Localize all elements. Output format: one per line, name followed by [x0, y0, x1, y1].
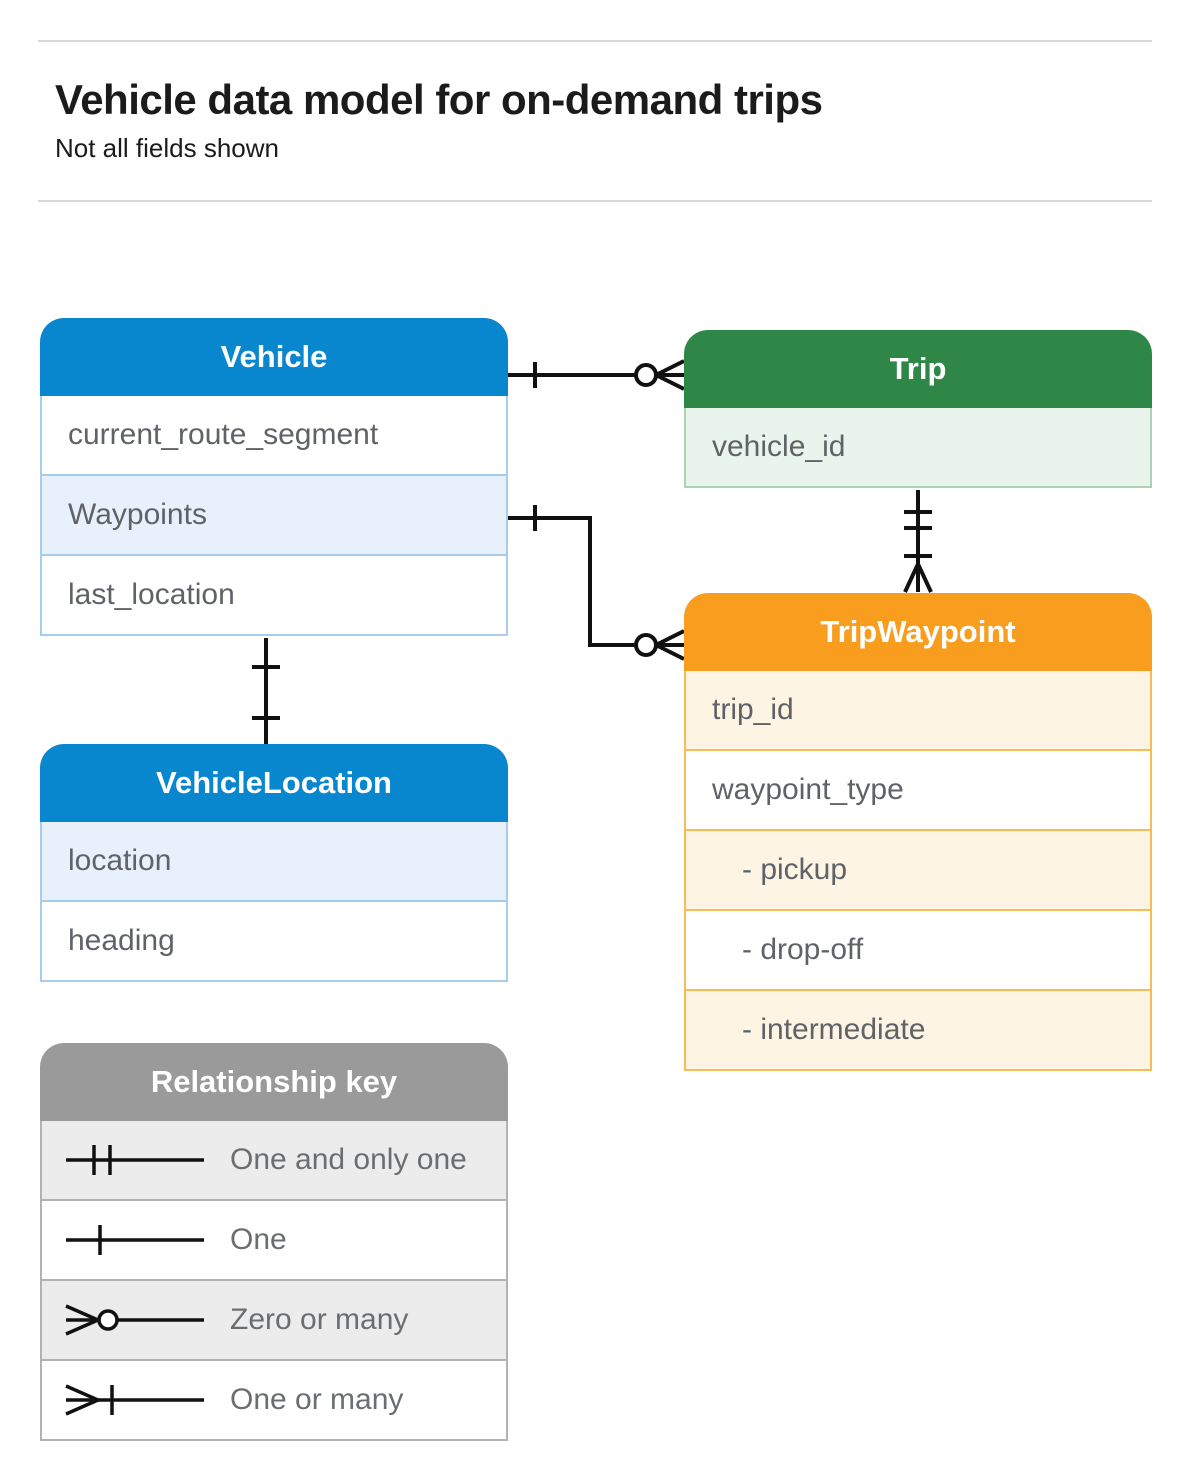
- one-and-only-one-symbol-icon: [66, 1145, 204, 1175]
- connector-vehicle-vehiclelocation: [252, 638, 280, 744]
- entity-vehicle-location-title: VehicleLocation: [40, 744, 508, 822]
- entity-trip-waypoint-title: TripWaypoint: [684, 593, 1152, 671]
- legend-row: One: [42, 1199, 506, 1279]
- field-row: trip_id: [686, 671, 1150, 749]
- legend-row: One and only one: [42, 1121, 506, 1199]
- field-row: - pickup: [686, 829, 1150, 909]
- legend-label: One: [230, 1223, 287, 1256]
- field-row: current_route_segment: [42, 396, 506, 474]
- zero-or-many-symbol-icon: [65, 1304, 204, 1336]
- entity-trip: Trip vehicle_id: [684, 330, 1152, 488]
- one-symbol-icon: [66, 1225, 204, 1255]
- field-row: vehicle_id: [686, 408, 1150, 486]
- entity-trip-fields: vehicle_id: [684, 408, 1152, 488]
- legend-label: One and only one: [230, 1143, 467, 1176]
- legend-label: One or many: [230, 1383, 404, 1416]
- field-row: last_location: [42, 554, 506, 634]
- entity-vehicle-title: Vehicle: [40, 318, 508, 396]
- top-divider: [38, 40, 1152, 42]
- page-subtitle: Not all fields shown: [55, 133, 279, 163]
- field-row: - drop-off: [686, 909, 1150, 989]
- field-row: Waypoints: [42, 474, 506, 554]
- entity-trip-title: Trip: [684, 330, 1152, 408]
- one-or-many-symbol-icon: [65, 1384, 204, 1416]
- field-row: waypoint_type: [686, 749, 1150, 829]
- field-row: heading: [42, 900, 506, 980]
- connector-vehicle-waypoints-tripwaypoint: [508, 505, 685, 661]
- connector-vehicle-trip: [508, 359, 685, 391]
- page-title: Vehicle data model for on-demand trips: [55, 76, 823, 123]
- field-row: - intermediate: [686, 989, 1150, 1069]
- connector-trip-tripwaypoint: [903, 490, 933, 593]
- relationship-key-title: Relationship key: [40, 1043, 508, 1121]
- legend-label: Zero or many: [230, 1303, 409, 1336]
- legend-row: One or many: [42, 1359, 506, 1439]
- field-row: location: [42, 822, 506, 900]
- title-divider: [38, 200, 1152, 202]
- legend-row: Zero or many: [42, 1279, 506, 1359]
